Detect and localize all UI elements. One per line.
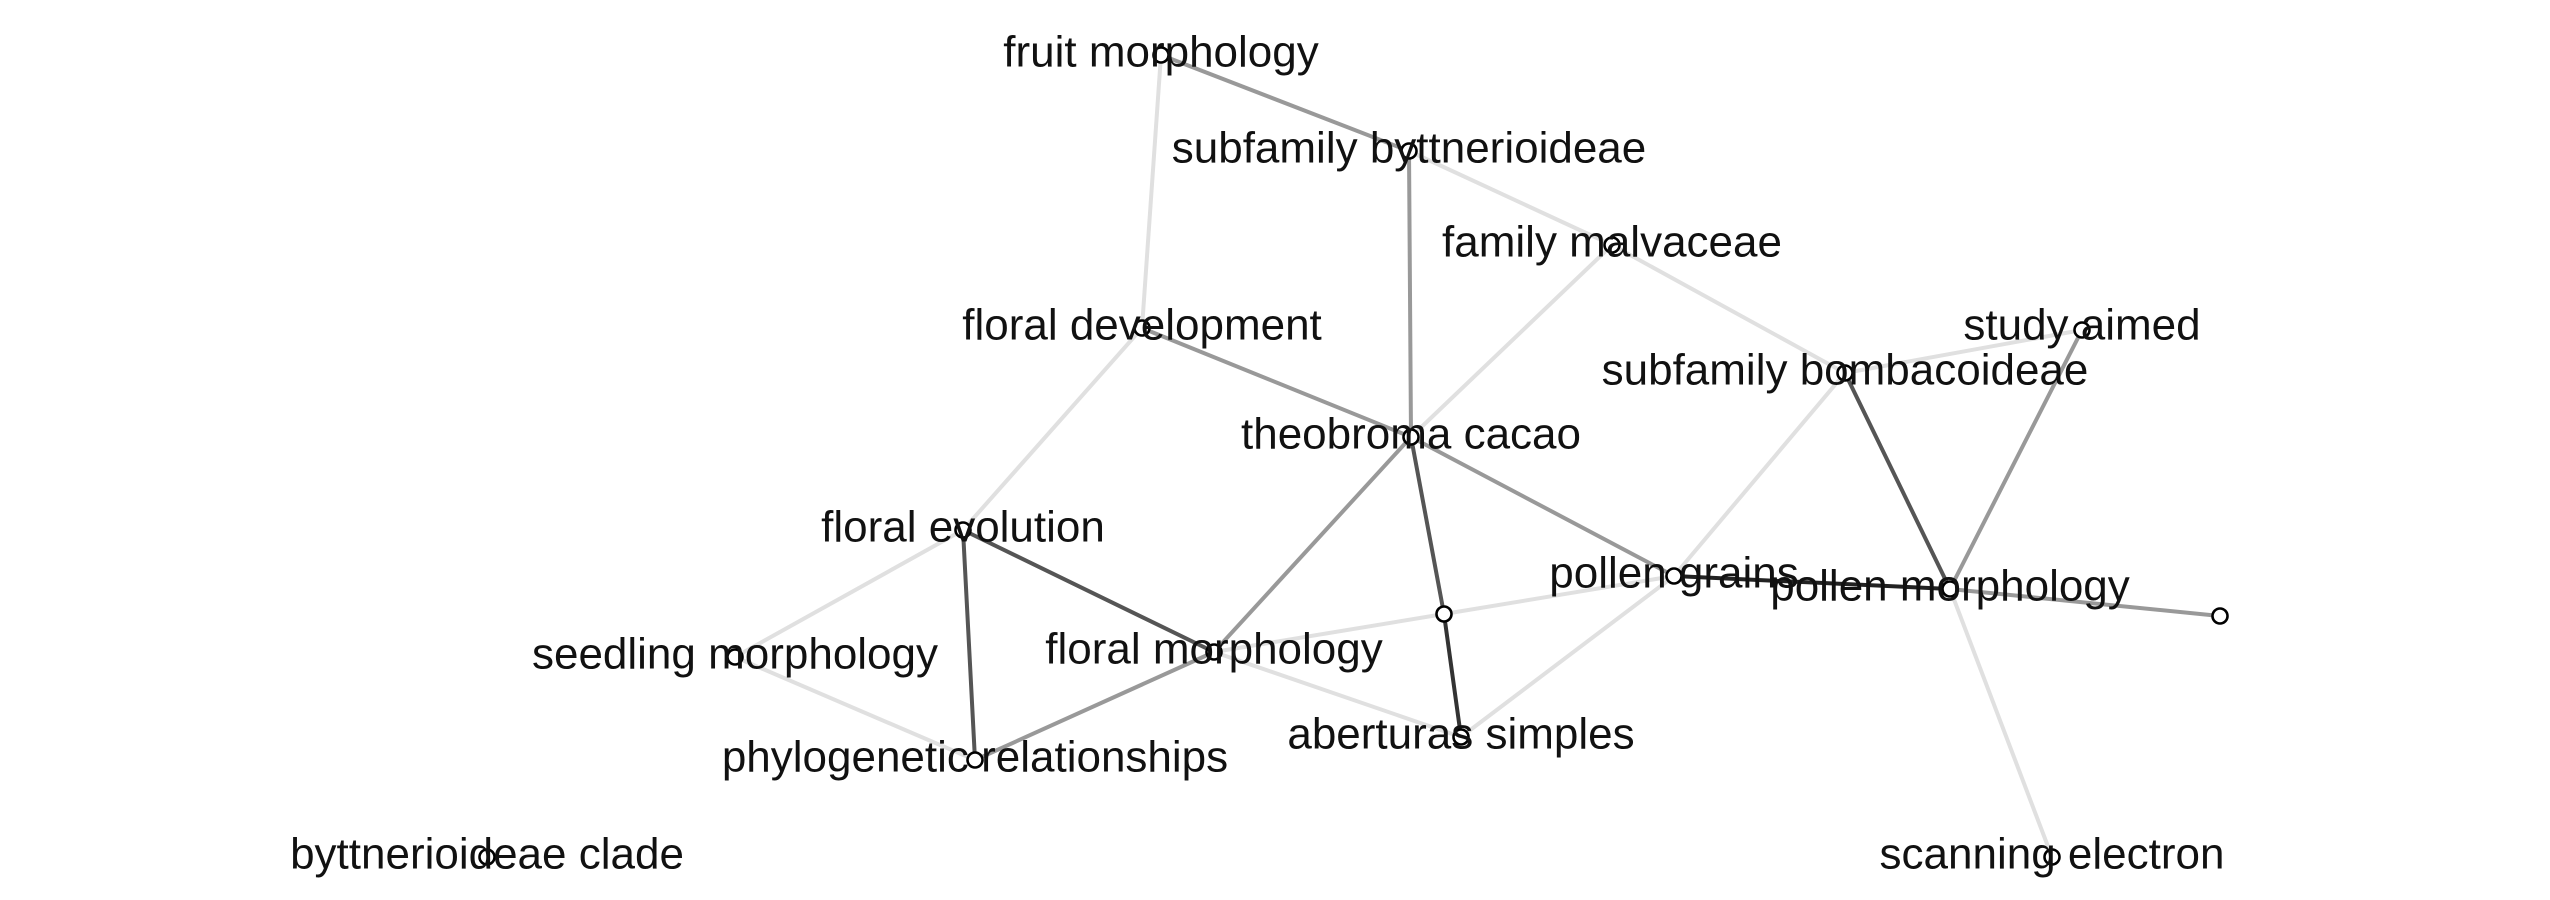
edges-layer — [733, 53, 2222, 859]
edge-malvaceae-bombacoideae — [1610, 243, 1847, 375]
node-marker[interactable] — [1205, 643, 1223, 661]
node-unlabeled-b[interactable] — [2211, 607, 2229, 625]
edge-theobroma-unlabeled_a — [1409, 435, 1446, 616]
edge-floral_evo-floral_morph — [961, 528, 1216, 654]
node-label: subfamily byttnerioideae — [1172, 124, 1646, 173]
node-pollen-grains[interactable]: pollen grains — [1549, 549, 1799, 598]
edge-bombacoideae-pollen_grains — [1672, 371, 1847, 578]
node-floral-dev[interactable]: floral development — [962, 301, 1322, 350]
edge-fruit-floral_dev — [1140, 53, 1163, 330]
node-study[interactable]: study aimed — [1963, 301, 2200, 350]
node-marker[interactable] — [966, 751, 984, 769]
edge-floral_morph-unlabeled_a — [1212, 612, 1446, 654]
edge-bombacoideae-study — [1843, 328, 2084, 375]
node-marker[interactable] — [1452, 728, 1470, 746]
node-label: scanning electron — [1880, 830, 2225, 879]
node-marker[interactable] — [1941, 580, 1959, 598]
edge-bombacoideae-pollen_morph — [1843, 371, 1952, 591]
node-label: pollen grains — [1549, 549, 1799, 598]
node-marker[interactable] — [2043, 848, 2061, 866]
edge-floral_evo-seedling — [733, 528, 965, 659]
edge-floral_evo-phylogenetic — [961, 528, 977, 762]
node-label: seedling morphology — [532, 630, 938, 679]
node-marker[interactable] — [726, 648, 744, 666]
node-byttnerioideae[interactable]: subfamily byttnerioideae — [1172, 124, 1646, 173]
node-malvaceae[interactable]: family malvaceae — [1442, 218, 1782, 267]
node-unlabeled-a[interactable] — [1435, 605, 1453, 623]
edge-floral_morph-phylogenetic — [973, 650, 1216, 762]
node-floral-evo[interactable]: floral evolution — [821, 503, 1105, 552]
node-marker[interactable] — [1603, 236, 1621, 254]
node-label: fruit morphology — [1003, 28, 1318, 77]
node-marker[interactable] — [1435, 605, 1453, 623]
node-label: study aimed — [1963, 301, 2200, 350]
node-label: floral morphology — [1045, 625, 1383, 674]
node-marker[interactable] — [1152, 46, 1170, 64]
edge-theobroma-floral_morph — [1212, 435, 1413, 654]
edge-floral_dev-floral_evo — [961, 326, 1144, 532]
node-pollen-morph[interactable]: pollen morphology — [1770, 562, 2130, 611]
node-marker[interactable] — [1402, 428, 1420, 446]
node-floral-morph[interactable]: floral morphology — [1045, 625, 1383, 674]
node-phylogenetic[interactable]: phylogenetic relationships — [722, 733, 1228, 782]
edge-seedling-phylogenetic — [733, 655, 977, 762]
node-theobroma[interactable]: theobroma cacao — [1241, 410, 1581, 459]
node-label: aberturas simples — [1287, 710, 1634, 759]
node-marker[interactable] — [2073, 321, 2091, 339]
node-marker[interactable] — [1133, 319, 1151, 337]
edge-pollen_grains-pollen_morph — [1672, 574, 1952, 591]
node-marker[interactable] — [2211, 607, 2229, 625]
node-marker[interactable] — [478, 848, 496, 866]
edge-unlabeled_a-aberturas — [1442, 612, 1463, 739]
edge-fruit-byttnerioideae — [1159, 53, 1411, 153]
node-bombacoideae[interactable]: subfamily bombacoideae — [1602, 346, 2089, 395]
node-clade[interactable]: byttnerioideae clade — [290, 830, 684, 879]
node-label: byttnerioideae clade — [290, 830, 684, 879]
edge-pollen_grains-aberturas — [1459, 574, 1676, 739]
node-scanning[interactable]: scanning electron — [1880, 830, 2225, 879]
node-label: subfamily bombacoideae — [1602, 346, 2089, 395]
edge-study-pollen_morph — [1948, 328, 2084, 591]
node-label: family malvaceae — [1442, 218, 1782, 267]
node-label: phylogenetic relationships — [722, 733, 1228, 782]
edge-unlabeled_a-pollen_grains — [1442, 574, 1676, 616]
edge-byttnerioideae-malvaceae — [1407, 149, 1614, 247]
edge-malvaceae-theobroma — [1409, 243, 1614, 439]
node-label: pollen morphology — [1770, 562, 2130, 611]
node-fruit[interactable]: fruit morphology — [1003, 28, 1318, 77]
edge-floral_dev-theobroma — [1140, 326, 1413, 439]
edge-byttnerioideae-theobroma — [1407, 149, 1413, 439]
edge-pollen_morph-unlabeled_b — [1948, 587, 2222, 618]
node-label: floral development — [962, 301, 1322, 350]
node-label: floral evolution — [821, 503, 1105, 552]
edge-floral_morph-aberturas — [1212, 650, 1463, 739]
edge-pollen_morph-scanning — [1948, 587, 2054, 859]
node-marker[interactable] — [1665, 567, 1683, 585]
edge-theobroma-pollen_grains — [1409, 435, 1676, 578]
node-marker[interactable] — [1836, 364, 1854, 382]
node-marker[interactable] — [1400, 142, 1418, 160]
nodes-layer: fruit morphology subfamily byttnerioideae… — [290, 28, 2229, 879]
node-marker[interactable] — [954, 521, 972, 539]
node-aberturas[interactable]: aberturas simples — [1287, 710, 1634, 759]
node-label: theobroma cacao — [1241, 410, 1581, 459]
node-seedling[interactable]: seedling morphology — [532, 630, 938, 679]
